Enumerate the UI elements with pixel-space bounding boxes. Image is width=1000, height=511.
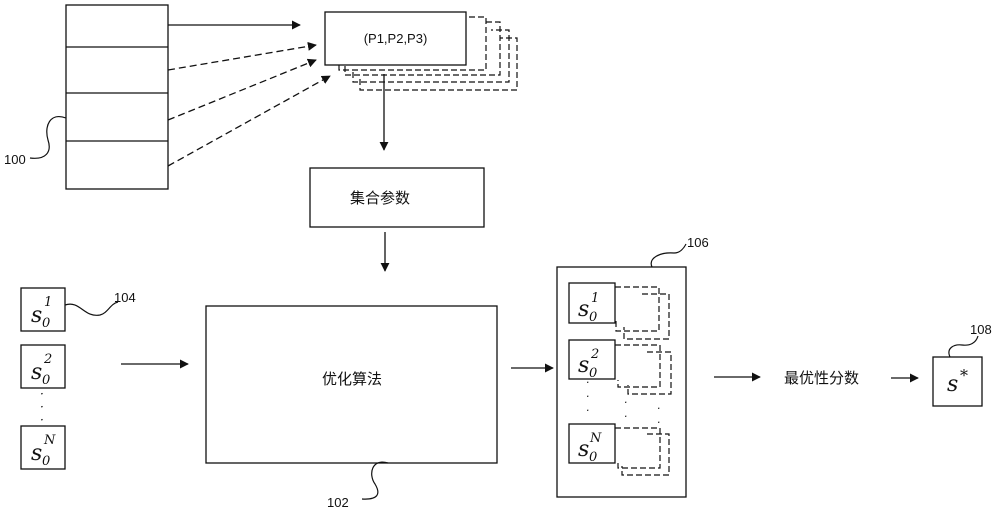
svg-text:·: ·	[40, 400, 44, 414]
parameter-set-stack	[324, 11, 518, 91]
svg-text:·: ·	[40, 387, 44, 401]
svg-text:·: ·	[624, 410, 628, 423]
initial-state-2: s 0 2	[20, 344, 66, 389]
svg-text:2: 2	[43, 352, 52, 367]
svg-text:s: s	[31, 360, 42, 385]
svg-text:0: 0	[42, 373, 50, 388]
dashed-arrow-row4	[167, 75, 331, 167]
optimized-state-2: s 0 2	[568, 339, 672, 395]
leader-line-100	[29, 116, 67, 159]
dashed-arrow-row3	[167, 58, 317, 121]
svg-text:·: ·	[657, 416, 661, 429]
leader-line-104	[64, 301, 119, 316]
optimized-state-n: s 0 N	[568, 423, 670, 476]
svg-text:s: s	[31, 441, 42, 466]
svg-text:·: ·	[657, 402, 661, 415]
initial-state-ellipsis: · · ·	[40, 387, 44, 427]
svg-text:s: s	[947, 372, 958, 397]
set-parameters-box	[309, 167, 485, 228]
svg-text:s: s	[31, 303, 42, 328]
leader-line-106	[650, 243, 687, 268]
parameter-tuple-label: (P1,P2,P3)	[364, 31, 428, 46]
parameter-table	[65, 4, 169, 190]
optimality-score-label: 最优性分数	[784, 369, 859, 387]
ref-label-100: 100	[4, 152, 26, 167]
svg-text:·: ·	[40, 413, 44, 427]
leader-line-108	[948, 335, 979, 358]
svg-text:0: 0	[589, 450, 597, 465]
leader-line-102	[361, 461, 389, 500]
svg-text:0: 0	[42, 454, 50, 469]
svg-text:N: N	[589, 431, 602, 446]
dashed-arrow-row2	[167, 41, 317, 71]
svg-text:1: 1	[591, 291, 599, 306]
ref-label-108: 108	[970, 322, 992, 337]
final-state-box: s *	[932, 356, 983, 407]
svg-text:1: 1	[44, 295, 52, 310]
svg-text:·: ·	[624, 396, 628, 409]
results-ellipsis: · · · · · · ·	[586, 376, 661, 429]
initial-state-n: s 0 N	[20, 425, 66, 470]
svg-text:N: N	[43, 433, 56, 448]
ref-label-104: 104	[114, 290, 136, 305]
ref-label-106: 106	[687, 235, 709, 250]
svg-text:s: s	[578, 353, 589, 378]
ref-label-102: 102	[327, 495, 349, 510]
svg-text:0: 0	[42, 316, 50, 331]
optimization-algorithm-box	[205, 305, 498, 464]
svg-text:s: s	[578, 437, 589, 462]
svg-text:0: 0	[589, 310, 597, 325]
optimization-algorithm-label: 优化算法	[322, 370, 382, 388]
set-parameters-label: 集合参数	[350, 189, 410, 207]
svg-text:·: ·	[586, 404, 590, 417]
optimized-state-1: s 0 1	[568, 282, 670, 340]
svg-text:·: ·	[586, 376, 590, 389]
svg-text:*: *	[960, 366, 968, 385]
svg-text:0: 0	[589, 366, 597, 381]
svg-text:s: s	[578, 297, 589, 322]
svg-text:2: 2	[590, 347, 599, 362]
initial-state-1: s 0 1	[20, 287, 66, 332]
svg-text:·: ·	[586, 390, 590, 403]
